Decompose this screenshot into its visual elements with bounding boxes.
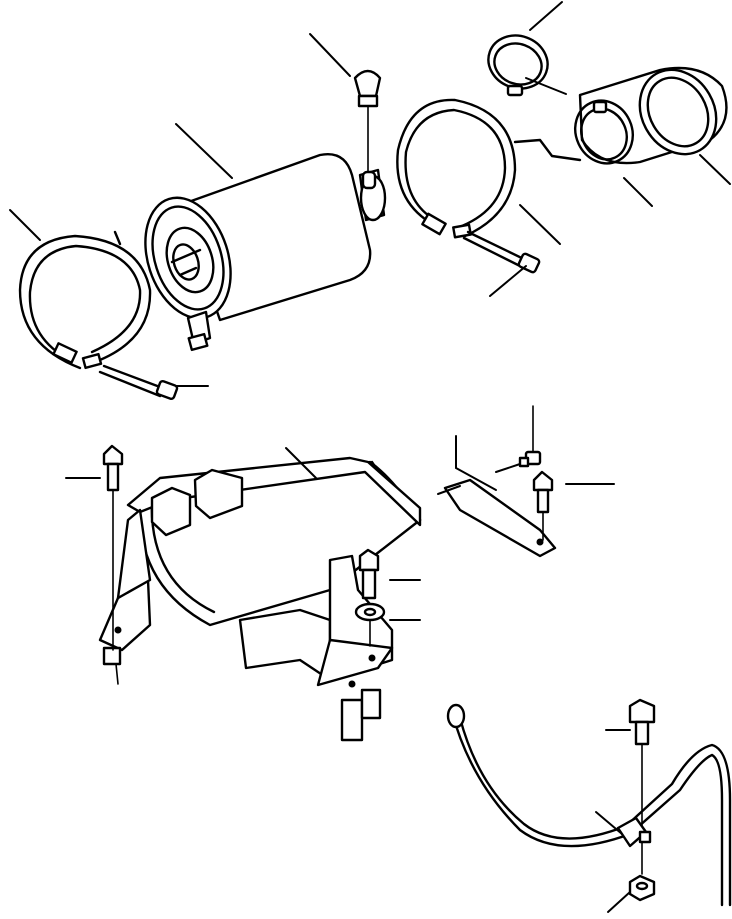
support-bracket [98,456,422,742]
hose-clamps-elbow [574,99,634,165]
ground-cable [446,703,732,907]
hose-clamp-small [487,34,549,97]
mounting-band-left [18,230,179,401]
mounting-band-right [396,98,582,274]
leader-lines [9,1,731,913]
bolts-washers-nut [102,405,656,902]
air-cleaner-body [144,153,387,352]
elbow-hose [578,66,728,165]
small-brace [437,463,557,558]
vacuator-valve [353,69,382,190]
